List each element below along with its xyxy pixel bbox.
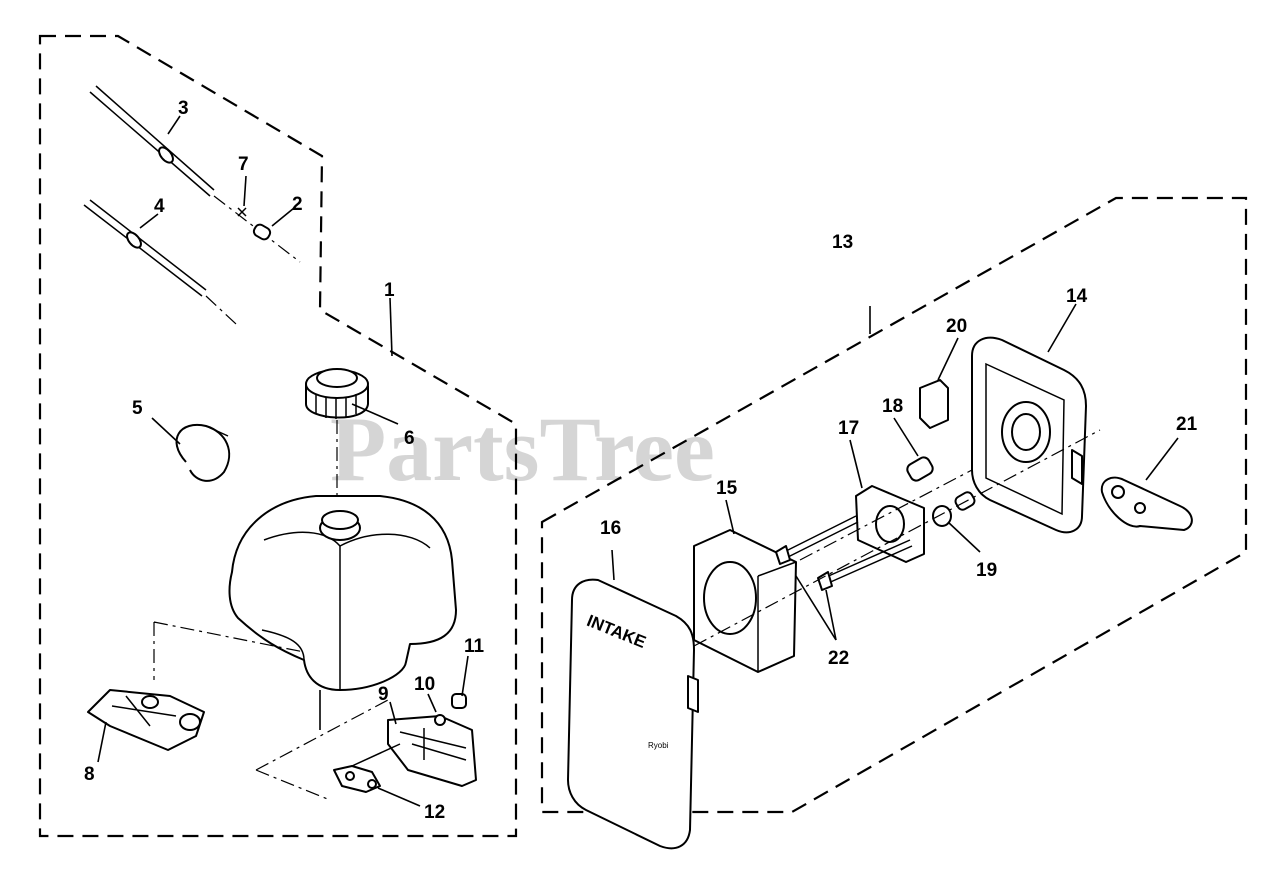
callout-9: 9 bbox=[378, 684, 389, 705]
fuel-tank-group-outline bbox=[38, 34, 518, 838]
nut-10[interactable] bbox=[434, 714, 446, 726]
callout-5: 5 bbox=[132, 398, 143, 419]
centerline-air-filter bbox=[693, 429, 1101, 647]
centerline-fuel-line-4 bbox=[205, 295, 237, 325]
fuel-line-4[interactable] bbox=[83, 199, 207, 297]
callout-19: 19 bbox=[976, 560, 997, 581]
fuel-tank[interactable] bbox=[228, 495, 457, 691]
callout-22: 22 bbox=[828, 648, 849, 669]
callout-4: 4 bbox=[154, 196, 165, 217]
centerline-tank bbox=[153, 621, 305, 680]
spacer-18[interactable] bbox=[905, 455, 935, 483]
callout-20: 20 bbox=[946, 316, 967, 337]
fuel-clip-7[interactable] bbox=[237, 207, 247, 217]
callout-17: 17 bbox=[838, 418, 859, 439]
callout-10: 10 bbox=[414, 674, 435, 695]
fuel-line-3[interactable] bbox=[89, 85, 215, 197]
callout-14: 14 bbox=[1066, 286, 1088, 307]
grommet-11[interactable] bbox=[451, 693, 467, 709]
callout-1: 1 bbox=[384, 280, 395, 301]
watermark: PartsTree bbox=[330, 398, 715, 500]
clamp-12[interactable] bbox=[333, 743, 401, 793]
callouts: 1 2 3 4 5 6 7 8 9 10 11 12 13 14 15 16 1… bbox=[84, 98, 1198, 823]
clip-20[interactable] bbox=[919, 379, 949, 429]
callout-12: 12 bbox=[424, 802, 445, 823]
retaining-clip-5[interactable] bbox=[175, 423, 231, 482]
callout-11: 11 bbox=[464, 636, 485, 657]
fuel-cap-6[interactable] bbox=[305, 368, 369, 419]
callout-13: 13 bbox=[832, 232, 853, 253]
tank-mount-8[interactable] bbox=[87, 689, 205, 751]
callout-6: 6 bbox=[404, 428, 415, 449]
callout-7: 7 bbox=[238, 154, 249, 175]
choke-lever-21[interactable] bbox=[1100, 476, 1193, 531]
intake-cover-16[interactable]: INTAKE Ryobi bbox=[567, 578, 699, 850]
fuel-filter-2[interactable] bbox=[252, 223, 272, 241]
mount-bracket-9[interactable] bbox=[387, 715, 477, 787]
air-filter-base-14[interactable] bbox=[971, 336, 1087, 534]
callout-2: 2 bbox=[292, 194, 303, 215]
filter-element-15[interactable] bbox=[693, 529, 797, 673]
callout-8: 8 bbox=[84, 764, 95, 785]
leader-lines bbox=[97, 115, 1179, 807]
air-filter-group-outline bbox=[540, 196, 1248, 814]
gasket-17[interactable] bbox=[855, 485, 925, 563]
centerline-screws bbox=[799, 469, 973, 561]
callout-16: 16 bbox=[600, 518, 621, 539]
callout-18: 18 bbox=[882, 396, 903, 417]
callout-3: 3 bbox=[178, 98, 189, 119]
washer-19[interactable] bbox=[932, 490, 976, 527]
screw-22[interactable] bbox=[775, 515, 913, 591]
centerline-bracket bbox=[255, 699, 389, 801]
callout-15: 15 bbox=[716, 478, 738, 499]
intake-cover-brand: Ryobi bbox=[648, 741, 669, 750]
callout-21: 21 bbox=[1176, 414, 1198, 435]
